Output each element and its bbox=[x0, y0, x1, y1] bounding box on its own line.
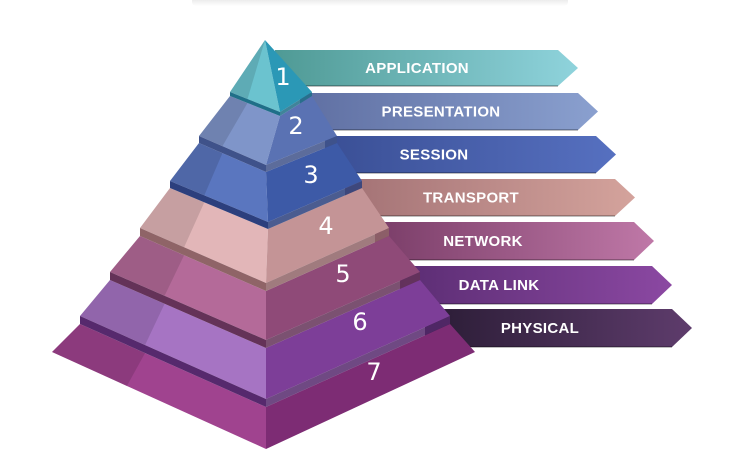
layer-number: 7 bbox=[366, 358, 381, 386]
layer-label: PRESENTATION bbox=[382, 104, 501, 121]
tier-left-face bbox=[170, 143, 268, 222]
tier-right-face bbox=[265, 40, 312, 112]
tier-side-shade bbox=[199, 96, 248, 147]
tier-right-face bbox=[266, 96, 337, 165]
banner-shape bbox=[425, 309, 692, 347]
layer-banner-4: TRANSPORT bbox=[345, 179, 635, 217]
layer-label: APPLICATION bbox=[365, 60, 469, 77]
banner-shape bbox=[325, 136, 616, 173]
tier-side-shade bbox=[170, 143, 223, 196]
tier-side-shade bbox=[110, 236, 185, 296]
tier-base-right bbox=[266, 272, 420, 348]
layer-label: NETWORK bbox=[443, 233, 523, 250]
layer-label: PHYSICAL bbox=[501, 320, 579, 337]
tier-left-face bbox=[140, 188, 268, 283]
layer-banner-2: PRESENTATION bbox=[300, 93, 598, 131]
tier-left-face bbox=[80, 280, 266, 399]
banner-shape bbox=[275, 50, 578, 86]
banner-shape bbox=[400, 266, 672, 304]
layer-number: 6 bbox=[352, 308, 367, 336]
tier-left-face bbox=[110, 236, 266, 340]
tier-base-left bbox=[170, 181, 268, 229]
layer-label: SESSION bbox=[400, 147, 469, 164]
pyramid-tier-4: 4 bbox=[140, 188, 389, 291]
pyramid-tier-1: 1 bbox=[230, 40, 312, 116]
tier-base-left bbox=[230, 92, 280, 116]
layer-banner-6: DATA LINK bbox=[400, 266, 672, 305]
top-shadow-bar bbox=[192, 0, 568, 6]
layer-label: TRANSPORT bbox=[423, 190, 519, 207]
layer-banner-7: PHYSICAL bbox=[425, 309, 692, 348]
layer-number: 3 bbox=[303, 161, 318, 189]
tier-right-face bbox=[266, 236, 420, 340]
pyramid-tier-2: 2 bbox=[199, 96, 337, 172]
pyramid-tier-6: 6 bbox=[80, 280, 450, 407]
tier-left-face bbox=[52, 324, 266, 449]
layer-number: 4 bbox=[318, 212, 333, 240]
pyramid-tier-5: 5 bbox=[110, 236, 420, 348]
banner-shape bbox=[345, 179, 635, 216]
banner-shape bbox=[375, 222, 654, 260]
layer-label: DATA LINK bbox=[459, 277, 540, 294]
layer-number: 2 bbox=[288, 112, 303, 140]
tier-side-shade bbox=[230, 40, 265, 99]
layer-number: 1 bbox=[275, 63, 290, 91]
pyramid-tier-3: 3 bbox=[170, 143, 362, 229]
tier-side-shade bbox=[52, 324, 146, 386]
tier-base-left bbox=[80, 316, 266, 407]
tier-base-right bbox=[266, 136, 337, 172]
tier-left-face bbox=[230, 40, 280, 112]
layer-banner-1: APPLICATION bbox=[275, 50, 578, 87]
layer-banner-5: NETWORK bbox=[375, 222, 654, 261]
banner-shape bbox=[300, 93, 598, 130]
tier-right-face bbox=[266, 143, 362, 222]
tier-base-right bbox=[280, 92, 312, 116]
pyramid-tier-7: 7 bbox=[52, 324, 475, 449]
tier-side-shade bbox=[80, 280, 165, 346]
layer-number: 5 bbox=[335, 260, 350, 288]
layer-banners: APPLICATION PRESENTATION SESSION TRANSPORT N… bbox=[275, 50, 692, 348]
tier-base-right bbox=[268, 181, 362, 229]
tier-left-face bbox=[199, 96, 280, 165]
tier-base-right bbox=[266, 316, 450, 407]
tier-right-face bbox=[266, 280, 450, 399]
tier-base-left bbox=[140, 228, 266, 291]
tier-base-left bbox=[199, 136, 266, 172]
tier-right-face bbox=[266, 324, 475, 449]
tier-base-right bbox=[266, 228, 389, 291]
tier-side-shade bbox=[140, 188, 205, 248]
tier-base-left bbox=[110, 272, 266, 348]
layer-banner-3: SESSION bbox=[325, 136, 616, 174]
tier-right-face bbox=[266, 188, 389, 283]
